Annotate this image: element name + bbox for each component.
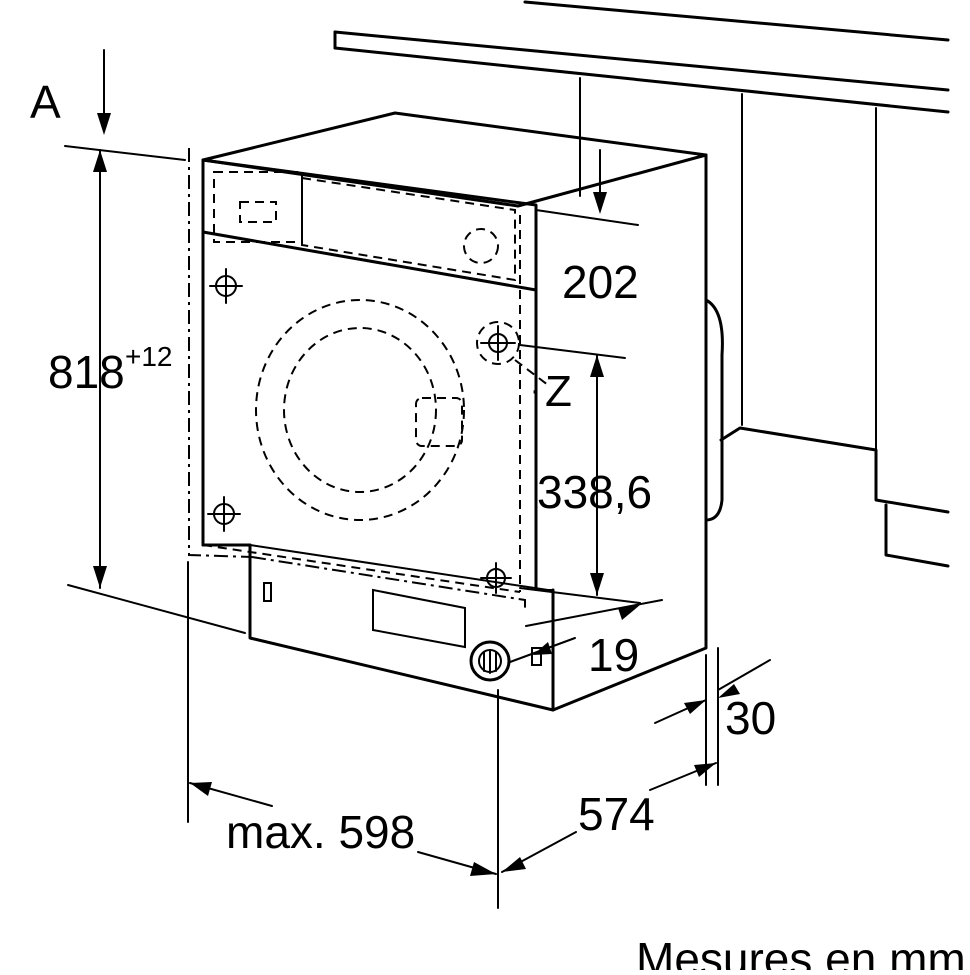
plinth-clip: [263, 582, 272, 602]
countertop: [333, 0, 950, 114]
rear-hose: [704, 298, 724, 522]
rear-gap-label: 30: [725, 692, 776, 744]
hinge-height-dimension: [519, 344, 641, 604]
display-window: [239, 201, 277, 223]
drain-cap: [469, 640, 511, 682]
niche-width-label: max. 598: [226, 806, 415, 858]
rear-gap-dimension: [654, 647, 771, 786]
depth-label: 574: [578, 788, 655, 840]
recess-marker-label: A: [30, 76, 61, 128]
program-knob: [463, 228, 499, 264]
hinge-height-label: 338,6: [537, 466, 652, 518]
adjacent-cabinet: [719, 93, 950, 568]
depth-dimension: [501, 762, 717, 873]
top-offset-dimension: [535, 149, 639, 226]
top-offset-label: 202: [562, 256, 639, 308]
appliance-body: [201, 111, 708, 712]
door-projection-dimension: [509, 599, 663, 663]
control-panel: [201, 171, 538, 292]
hinge-point-label: Z: [545, 367, 572, 416]
height-tolerance-label: +12: [125, 341, 173, 372]
hinge-points: [207, 268, 549, 594]
mounting-frame: [188, 148, 526, 610]
foot-marker: [531, 647, 542, 666]
hinge-point-dots: ·: [530, 374, 540, 407]
height-label: 818: [48, 346, 125, 398]
door-projection-label: 19: [588, 629, 639, 681]
filter-flap: [372, 588, 466, 649]
width-dimension: [187, 561, 499, 909]
plinth: [248, 543, 555, 712]
height-dimension: [64, 49, 246, 634]
door: [255, 299, 465, 521]
units-note: Mesures en mm: [636, 933, 966, 970]
door-handle: [415, 397, 463, 447]
